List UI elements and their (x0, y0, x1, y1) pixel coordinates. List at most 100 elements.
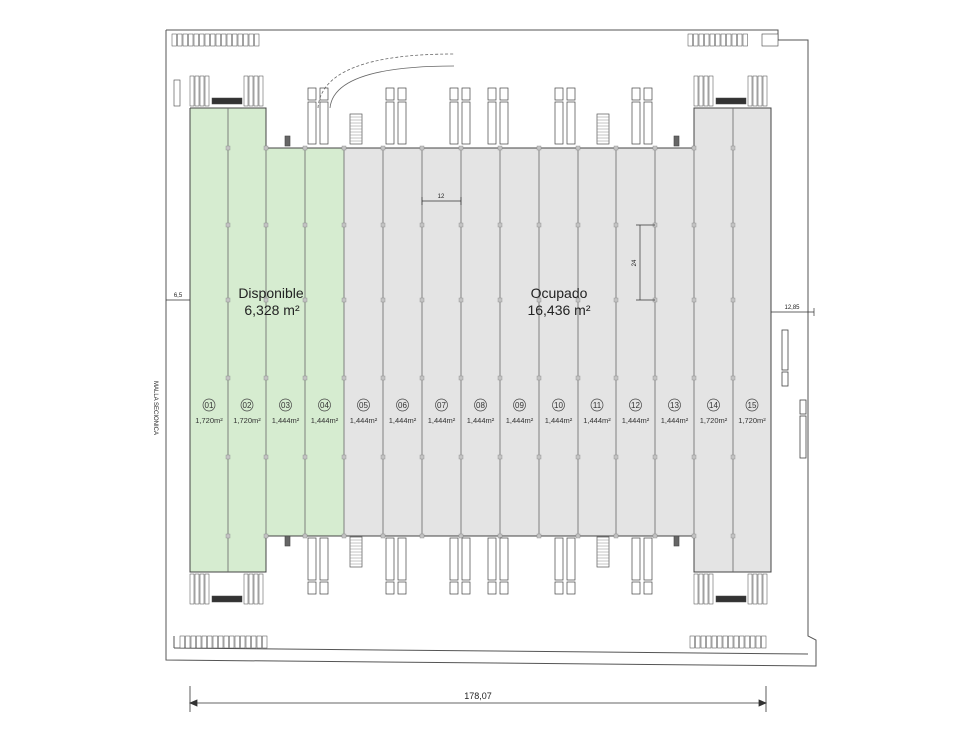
bay-area: 1,444m² (545, 416, 573, 425)
right-setback-label: 12,85 (784, 305, 800, 311)
column (380, 222, 386, 228)
column (458, 145, 464, 151)
truck-trailer (319, 537, 329, 581)
right-parked-trucks (781, 329, 807, 459)
building-footprint (189, 107, 772, 573)
truck-cab (397, 87, 407, 101)
bay-number-circle (745, 398, 759, 412)
bay-number: 12 (631, 401, 640, 410)
column (730, 222, 736, 228)
column (691, 454, 697, 460)
bay-number: 03 (281, 401, 290, 410)
bay-number: 02 (243, 401, 252, 410)
truck-trailer (566, 101, 576, 145)
bay-area: 1,720m² (700, 416, 728, 425)
column (652, 145, 658, 151)
truck-trailer (554, 537, 564, 581)
column (341, 145, 347, 151)
column (458, 375, 464, 381)
bay-number-circle (629, 398, 642, 412)
truck-trailer (385, 537, 395, 581)
column (613, 454, 619, 460)
loading-dock-trucks (171, 33, 779, 649)
column (458, 454, 464, 460)
truck-trailer (554, 101, 564, 145)
column (341, 297, 347, 303)
column (302, 297, 308, 303)
truck-trailer (631, 101, 641, 145)
parking-top-left (171, 33, 260, 47)
column (341, 375, 347, 381)
column (263, 222, 269, 228)
column (536, 145, 542, 151)
bay-area: 1,720m² (195, 416, 223, 425)
truck-cab (461, 581, 471, 595)
column (613, 375, 619, 381)
zone-available-label: Disponible (238, 285, 304, 301)
bay-area: 1,444m² (389, 416, 417, 425)
zone-available-area-text: 6,328 m² (244, 302, 300, 318)
bay-area: 1,444m² (272, 416, 300, 425)
column (730, 145, 736, 151)
truck-trailer (307, 101, 317, 145)
column (536, 533, 542, 539)
dock-ramp (596, 536, 610, 568)
truck-trailer (461, 101, 471, 145)
corner-trucks-top-right (693, 75, 768, 107)
parking-top-right (687, 33, 748, 47)
bay-number-circle (318, 398, 331, 412)
column (691, 533, 697, 539)
column (691, 145, 697, 151)
truck-cab (566, 87, 576, 101)
truck-trailer (487, 101, 497, 145)
bay-number-circle (552, 398, 565, 412)
bay-number: 13 (670, 401, 679, 410)
truck-turn-path (317, 53, 455, 109)
corner-trucks-bottom-left (189, 573, 264, 605)
truck-trailer (566, 537, 576, 581)
column (263, 454, 269, 460)
bay-area: 1,444m² (661, 416, 689, 425)
bay-number-circle (396, 398, 409, 412)
bay-number-circle (202, 398, 216, 412)
bay-05: 05 1,444m² (350, 398, 378, 425)
truck-cab (631, 87, 641, 101)
column (380, 297, 386, 303)
bay-number-circle (513, 398, 526, 412)
truck-cab (449, 581, 459, 595)
bay-number: 04 (320, 401, 329, 410)
bay-area: 1,444m² (350, 416, 378, 425)
truck-trailer (397, 101, 407, 145)
column (575, 297, 581, 303)
column (341, 222, 347, 228)
truck-trailer (643, 101, 653, 145)
bay-width-label: 12 (438, 194, 445, 200)
bay-area: 1,444m² (311, 416, 339, 425)
truck-cab (385, 87, 395, 101)
bay-number-circle (474, 398, 487, 412)
truck-cab (487, 87, 497, 101)
bay-number-circle (435, 398, 448, 412)
column (691, 222, 697, 228)
column (497, 145, 503, 151)
bay-number: 08 (476, 401, 485, 410)
column (691, 297, 697, 303)
truck-trailer (385, 101, 395, 145)
bay-number-circle (668, 398, 681, 412)
column (380, 375, 386, 381)
column (419, 297, 425, 303)
bay-number: 07 (437, 401, 446, 410)
truck-trailer (307, 537, 317, 581)
column (263, 145, 269, 151)
bay-area: 1,720m² (738, 416, 766, 425)
dock-ramp (349, 536, 363, 568)
column (419, 533, 425, 539)
truck-cab (461, 87, 471, 101)
truck-trailer (319, 101, 329, 145)
bay-number: 05 (359, 401, 368, 410)
column (419, 145, 425, 151)
bay-09: 091,444m² (506, 398, 534, 425)
bay-area: 1,444m² (428, 416, 456, 425)
truck-cab (307, 581, 317, 595)
